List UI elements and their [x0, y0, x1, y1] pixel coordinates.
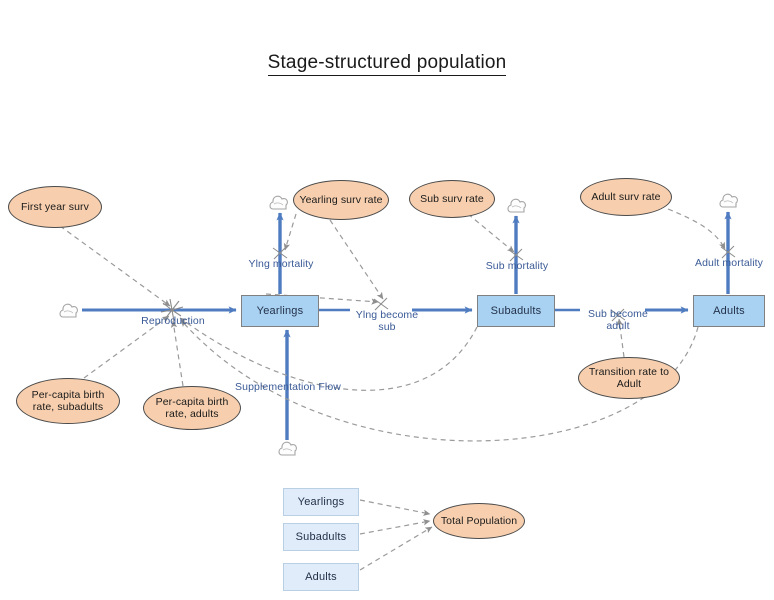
converter-yearling-surv-rate[interactable]: Yearling surv rate	[293, 180, 389, 220]
valve-sub-mortality	[508, 248, 524, 262]
stock-adults-label: Adults	[713, 305, 745, 317]
cloud-supplementation-source	[277, 438, 299, 463]
link-ghost-adults-to-total-population	[359, 526, 433, 571]
converter-transition-rate-to-adult-label: Transition rate to Adult	[588, 366, 670, 390]
valve-sub-become-adult	[610, 308, 626, 322]
flow-label-ylng-become-sub: Ylng become sub	[350, 297, 424, 333]
valve-adult-mortality	[720, 245, 736, 259]
ghost-stock-adults[interactable]: Adults	[283, 563, 359, 591]
converter-transition-rate-to-adult[interactable]: Transition rate to Adult	[578, 357, 680, 399]
converter-per-capita-birth-rate-subadults[interactable]: Per-capita birth rate, subadults	[16, 378, 120, 424]
stock-subadults[interactable]: Subadults	[477, 295, 555, 327]
converter-first-year-surv[interactable]: First year surv	[8, 186, 102, 228]
link-adult-surv-rate-to-adult-mortality	[667, 208, 726, 250]
ghost-stock-yearlings-label: Yearlings	[297, 496, 345, 508]
valve-ylng-mortality	[272, 246, 288, 260]
ghost-stock-subadults-label: Subadults	[295, 531, 347, 543]
diagram-title: Stage-structured population	[0, 52, 774, 76]
cloud-sub-mortality-sink	[506, 195, 528, 220]
diagram-title-text: Stage-structured population	[267, 52, 507, 76]
ghost-stock-adults-label: Adults	[305, 571, 337, 583]
converter-sub-surv-rate[interactable]: Sub surv rate	[409, 180, 495, 218]
stock-subadults-label: Subadults	[490, 305, 542, 317]
flow-label-ylng-become-sub-text: Ylng become sub	[355, 309, 419, 333]
converter-adult-surv-rate-label: Adult surv rate	[591, 191, 661, 203]
converter-total-population-label: Total Population	[440, 515, 518, 527]
converter-first-year-surv-label: First year surv	[20, 201, 89, 213]
link-per-capita-adults-to-reproduction	[170, 320, 184, 387]
link-subadults-to-reproduction	[179, 317, 478, 391]
ghost-stock-yearlings[interactable]: Yearlings	[283, 488, 359, 516]
link-ghost-subadults-to-total-population	[359, 519, 431, 535]
flow-label-supplementation-flow-text: Supplementation Flow	[235, 381, 341, 393]
link-yearling-surv-rate-to-ylng-mortality	[283, 213, 297, 251]
ghost-stock-subadults[interactable]: Subadults	[283, 523, 359, 551]
link-sub-surv-rate-to-sub-mortality	[467, 213, 515, 253]
flow-label-sub-become-adult-text: Sub become adult	[588, 308, 648, 332]
converter-sub-surv-rate-label: Sub surv rate	[420, 193, 484, 205]
flow-label-supplementation-flow: Supplementation Flow	[232, 369, 344, 393]
flow-label-sub-mortality-text: Sub mortality	[485, 260, 549, 272]
flow-label-sub-mortality: Sub mortality	[474, 248, 560, 272]
flow-label-reproduction-text: Reproduction	[141, 315, 205, 327]
flow-label-ylng-mortality: Ylng mortality	[235, 246, 327, 270]
converter-yearling-surv-rate-label: Yearling surv rate	[299, 194, 383, 206]
flow-label-adult-mortality-text: Adult mortality	[694, 257, 764, 269]
link-transition-rate-to-sub-become-adult	[616, 318, 625, 358]
flow-label-reproduction: Reproduction	[131, 303, 215, 327]
flow-label-sub-become-adult: Sub become adult	[582, 296, 654, 332]
cloud-ylng-mortality-sink	[268, 192, 290, 217]
link-first-year-surv-to-reproduction	[59, 225, 171, 307]
flow-label-adult-mortality: Adult mortality	[685, 245, 773, 269]
stock-yearlings-label: Yearlings	[256, 305, 304, 317]
stock-yearlings[interactable]: Yearlings	[241, 295, 319, 327]
converter-per-capita-birth-rate-adults-label: Per-capita birth rate, adults	[155, 396, 229, 420]
converter-per-capita-birth-rate-adults[interactable]: Per-capita birth rate, adults	[143, 386, 241, 430]
valve-reproduction	[160, 298, 184, 322]
flow-label-ylng-mortality-text: Ylng mortality	[248, 258, 314, 270]
converter-total-population[interactable]: Total Population	[433, 503, 525, 539]
link-yearling-surv-rate-to-ylng-become-sub	[329, 219, 384, 300]
converter-per-capita-birth-rate-subadults-label: Per-capita birth rate, subadults	[31, 389, 105, 413]
converter-adult-surv-rate[interactable]: Adult surv rate	[580, 178, 672, 216]
stock-adults[interactable]: Adults	[693, 295, 765, 327]
cloud-reproduction-source	[58, 300, 80, 325]
cloud-adult-mortality-sink	[718, 190, 740, 215]
link-ghost-yearlings-to-total-population	[359, 499, 431, 516]
